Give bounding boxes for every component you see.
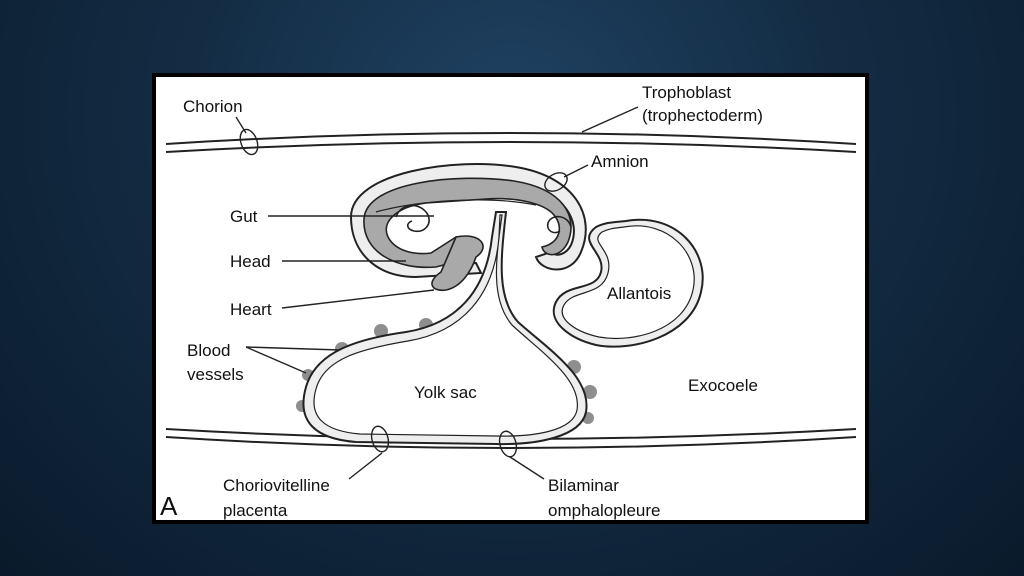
label-trophoblast-1: Trophoblast: [642, 83, 731, 102]
label-chorion: Chorion: [183, 97, 243, 116]
label-amnion: Amnion: [591, 152, 649, 171]
allantois: [552, 218, 704, 348]
label-choriovitelline-1: Choriovitelline: [223, 476, 330, 495]
label-allantois: Allantois: [607, 284, 671, 303]
label-bilaminar-2: omphalopleure: [548, 501, 660, 520]
yolk-sac: [302, 211, 588, 446]
label-exocoele: Exocoele: [688, 376, 758, 395]
label-yolk-sac: Yolk sac: [414, 383, 477, 402]
figure-frame: Chorion Trophoblast (trophectoderm) Amni…: [152, 73, 869, 524]
label-bilaminar-1: Bilaminar: [548, 476, 619, 495]
chorion-upper-membrane: [165, 132, 857, 153]
label-heart: Heart: [230, 300, 272, 319]
label-blood-vessels-1: Blood: [187, 341, 230, 360]
panel-letter: A: [160, 491, 178, 520]
label-choriovitelline-2: placenta: [223, 501, 288, 520]
label-gut: Gut: [230, 207, 258, 226]
embryo-diagram: Chorion Trophoblast (trophectoderm) Amni…: [160, 83, 857, 520]
leader-lines: [235, 106, 639, 480]
amnion-embryo: [349, 163, 587, 292]
label-blood-vessels-2: vessels: [187, 365, 244, 384]
figure: Chorion Trophoblast (trophectoderm) Amni…: [156, 77, 865, 520]
label-head: Head: [230, 252, 271, 271]
label-trophoblast-2: (trophectoderm): [642, 106, 763, 125]
